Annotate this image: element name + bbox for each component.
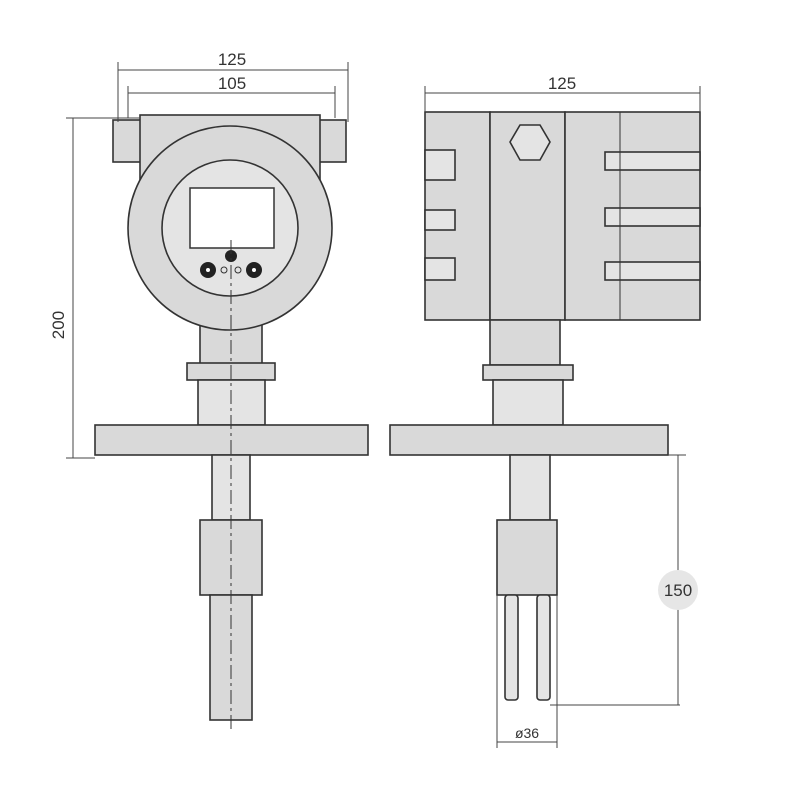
button-center-icon [225, 250, 237, 262]
fork-prong-left [504, 594, 519, 701]
dim-front-width: 125 [218, 50, 246, 69]
dim-side-width: 125 [548, 74, 576, 93]
side-collar [482, 364, 574, 381]
side-rod [509, 454, 551, 521]
dimension-lines [66, 62, 701, 748]
side-view [389, 111, 701, 701]
hex-bolt-icon [509, 124, 551, 161]
dim-probe-diameter: ø36 [515, 725, 539, 741]
side-flange [389, 424, 669, 456]
left-lug [112, 119, 144, 163]
display-screen [189, 187, 275, 249]
dimension-badge [658, 570, 698, 610]
side-neck [489, 319, 561, 366]
right-lug [317, 119, 347, 163]
side-shaft [492, 379, 564, 426]
sleeve [199, 519, 263, 596]
side-sleeve [496, 519, 558, 596]
dim-front-inner-width: 105 [218, 74, 246, 93]
dim-probe-length: 150 [664, 581, 692, 600]
fork-prong-right [536, 594, 551, 701]
front-view [94, 114, 369, 730]
dim-front-height: 200 [49, 311, 68, 339]
